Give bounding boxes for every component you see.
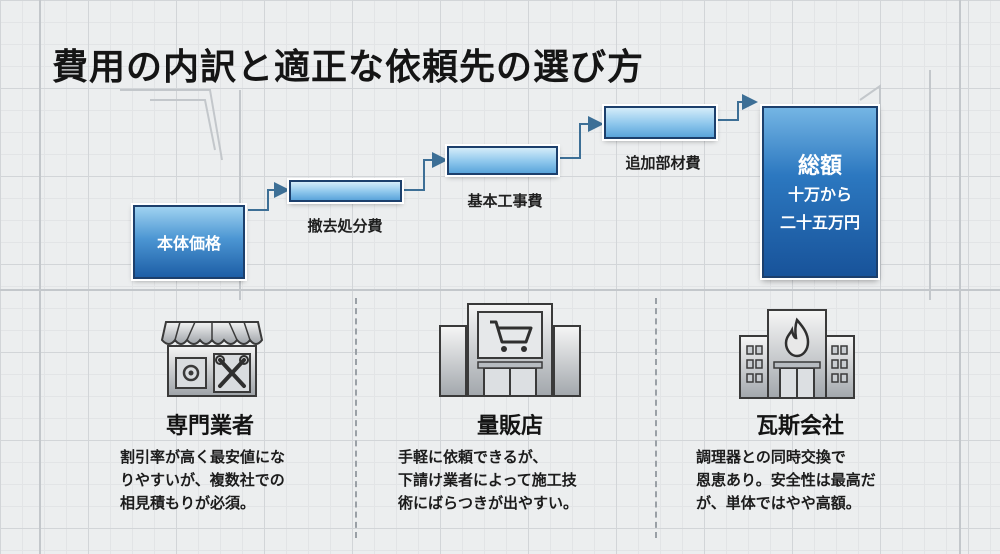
total-line-1: 十万から [787,185,852,204]
vendor-desc-specialist-line-1: 割引率が高く最安値にな [120,448,286,466]
gas-company-building-icon [739,309,855,399]
vendor-name-specialist: 専門業者 [165,414,254,439]
page-title: 費用の内訳と適正な依頼先の選び方 [52,47,645,88]
step-main-unit: 本体価格 [133,205,245,279]
arrow-1 [248,182,290,211]
arrow-2 [404,152,448,191]
arrow-3 [560,116,604,159]
vendor-desc-specialist-line-2: りやすいが、複数社での [120,471,285,489]
vendor-desc-specialist-line-3: 相見積もりが必須。 [120,494,256,512]
column-divider-1 [355,298,357,538]
vendor-desc-gas-company: 調理器との同時交換で 恩恵あり。安全性は最高だ が、単体ではやや高額。 [696,446,936,515]
vendor-desc-gas-company-line-2: 恩恵あり。安全性は最高だ [696,471,876,489]
total-label: 総額 [797,154,842,179]
vendor-name-retailer: 量販店 [476,414,543,439]
vendor-desc-specialist: 割引率が高く最安値にな りやすいが、複数社での 相見積もりが必須。 [120,446,340,515]
step-removal-bar [289,180,402,202]
mass-retailer-cart-icon [439,303,581,397]
arrow-4 [718,94,758,121]
vendor-name-gas-company: 瓦斯会社 [755,414,844,439]
step-extra-parts-label: 追加部材費 [625,154,701,172]
vendor-desc-gas-company-line-3: が、単体ではやや高額。 [696,494,861,512]
total-line-2: 二十五万円 [779,213,860,232]
step-basic-work-label: 基本工事費 [467,192,543,210]
step-basic-work-bar [447,146,558,175]
step-removal-label: 撤去処分費 [307,217,383,235]
total-cost-box: 総額 十万から 二十五万円 [762,106,878,278]
specialist-shop-icon [160,321,264,397]
vendor-desc-retailer: 手軽に依頼できるが、 下請け業者によって施工技 術にばらつきが出やすい。 [398,446,638,515]
vendor-desc-retailer-line-1: 手軽に依頼できるが、 [398,448,548,466]
vendor-desc-retailer-line-2: 下請け業者によって施工技 [398,471,577,489]
step-main-unit-label: 本体価格 [156,234,221,253]
step-extra-parts-bar [604,106,716,139]
column-divider-2 [655,298,657,538]
vendor-desc-retailer-line-3: 術にばらつきが出やすい。 [398,494,579,512]
vendor-desc-gas-company-line-1: 調理器との同時交換で [696,448,846,466]
